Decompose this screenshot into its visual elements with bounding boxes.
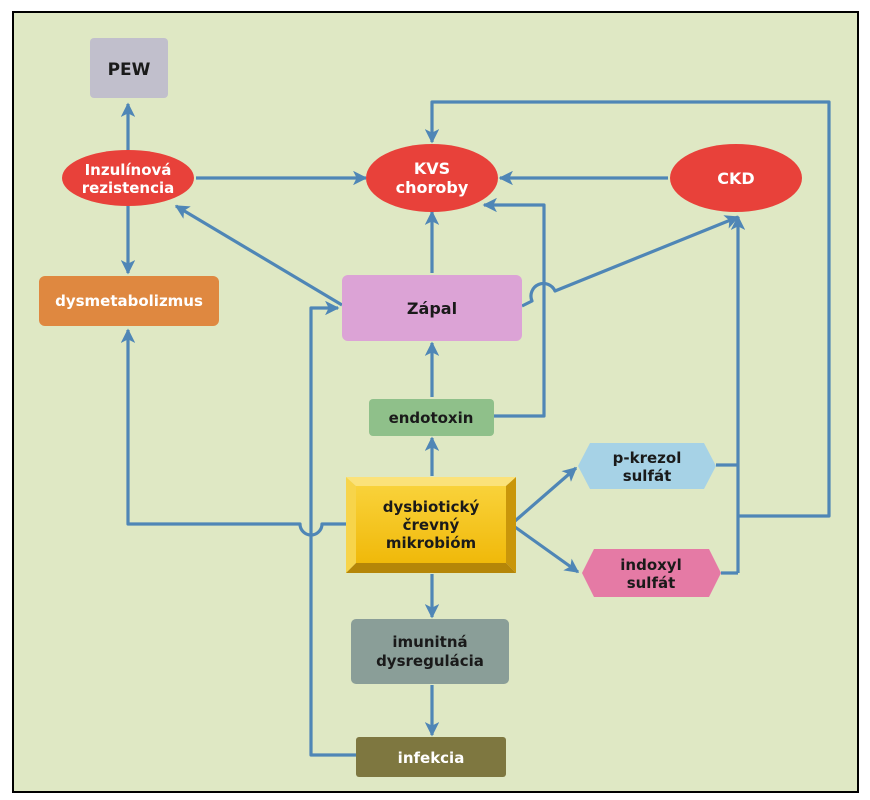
- node-zapal: Zápal: [342, 275, 522, 341]
- node-insulin-label-line1: Inzulínová: [85, 161, 172, 179]
- connectors: [120, 100, 831, 757]
- node-kvs-label-line2: choroby: [396, 178, 469, 197]
- node-pkrezol-label-line2: sulfát: [623, 467, 672, 485]
- node-pew-label: PEW: [108, 60, 151, 80]
- node-imunitna-label-line2: dysregulácia: [376, 652, 484, 670]
- node-insulin-resistance: Inzulínová rezistencia: [62, 150, 194, 206]
- node-p-krezol-sulfat: p-krezol sulfát: [578, 443, 716, 489]
- node-endotoxin: endotoxin: [369, 399, 494, 436]
- node-indoxyl-label-line2: sulfát: [627, 574, 676, 592]
- node-infekcia-label: infekcia: [398, 749, 465, 767]
- node-microbiome: dysbiotický črevný mikrobióm: [346, 477, 516, 573]
- node-imunitna-dysregulacia: imunitná dysregulácia: [351, 619, 509, 684]
- node-indoxyl-label-line1: indoxyl: [620, 556, 681, 574]
- arrow-microbiome-to-pkrezol: [513, 466, 578, 523]
- node-kvs: KVS choroby: [366, 144, 498, 212]
- arrow-microbiome-to-indoxyl: [514, 525, 580, 574]
- node-infekcia: infekcia: [356, 737, 506, 777]
- node-endotoxin-label: endotoxin: [389, 409, 474, 427]
- node-microbiome-label-line3: mikrobióm: [386, 534, 476, 552]
- node-dysmet-label: dysmetabolizmus: [55, 292, 203, 310]
- node-microbiome-label-line2: črevný: [403, 516, 460, 534]
- node-zapal-label: Zápal: [407, 299, 457, 318]
- node-pkrezol-label-line1: p-krezol: [613, 449, 682, 467]
- node-imunitna-label-line1: imunitná: [392, 633, 467, 651]
- arrow-zapal-to-insulin: [174, 204, 343, 307]
- node-microbiome-label-line1: dysbiotický: [383, 498, 480, 516]
- node-ckd: CKD: [670, 144, 802, 212]
- arrow-zapal-to-ckd: [521, 215, 740, 308]
- node-pew: PEW: [90, 38, 168, 98]
- node-indoxyl-sulfat: indoxyl sulfát: [582, 549, 721, 597]
- node-insulin-label-line2: rezistencia: [82, 179, 175, 197]
- node-dysmetabolizmus: dysmetabolizmus: [39, 276, 219, 326]
- node-ckd-label: CKD: [717, 169, 754, 188]
- arrow-endotoxin-to-kvs: [482, 197, 546, 418]
- arrow-microbiome-loop-to-kvs: [424, 100, 831, 518]
- node-kvs-label-line1: KVS: [414, 159, 450, 178]
- arrow-infekcia-to-zapal: [309, 300, 356, 757]
